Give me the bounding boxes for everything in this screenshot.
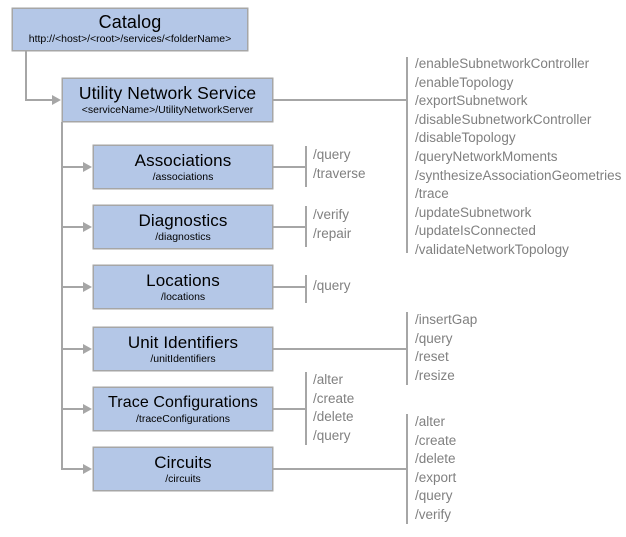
node-trace-configurations[interactable]: Trace Configurations /traceConfiguration… bbox=[93, 387, 273, 431]
operation-item: /query bbox=[415, 330, 453, 346]
node-unit-identifiers-subtitle: /unitIdentifiers bbox=[150, 352, 216, 365]
node-trace-configurations-title: Trace Configurations bbox=[108, 393, 258, 411]
node-utility-network-service[interactable]: Utility Network Service <serviceName>/Ut… bbox=[62, 78, 273, 122]
operations-list-service: /enableSubnetworkController/enableTopolo… bbox=[415, 55, 621, 260]
connector-associations-to-operations bbox=[272, 166, 306, 168]
node-catalog-subtitle: http://<host>/<root>/services/<folderNam… bbox=[28, 33, 232, 45]
arrowhead-locations bbox=[83, 282, 92, 292]
node-diagnostics-subtitle: /diagnostics bbox=[155, 230, 211, 243]
connector-branch-diagnostics bbox=[61, 226, 84, 228]
node-trace-configurations-subtitle: /traceConfigurations bbox=[136, 412, 230, 425]
connector-locations-to-operations bbox=[272, 286, 306, 288]
operations-bar-service bbox=[406, 57, 408, 253]
operation-item: /delete bbox=[415, 451, 456, 467]
arrowhead-trace-configurations bbox=[83, 404, 92, 414]
operation-item: /synthesizeAssociationGeometries bbox=[415, 167, 622, 183]
operation-item: /updateIsConnected bbox=[415, 223, 536, 239]
operation-item: /create bbox=[313, 390, 355, 406]
node-locations[interactable]: Locations /locations bbox=[93, 265, 273, 309]
node-circuits[interactable]: Circuits /circuits bbox=[93, 447, 273, 491]
node-associations-subtitle: /associations bbox=[152, 170, 214, 183]
operation-item: /alter bbox=[313, 372, 344, 387]
operations-list-circuits: /alter/create/delete/export/query/verify bbox=[415, 413, 456, 525]
operation-item: /updateSubnetwork bbox=[415, 204, 532, 220]
operation-item: /verify bbox=[313, 207, 350, 222]
connector-circuits-to-operations bbox=[272, 468, 407, 470]
node-unit-identifiers-title: Unit Identifiers bbox=[127, 332, 239, 352]
node-locations-subtitle: /locations bbox=[160, 290, 206, 303]
operation-item: /enableTopology bbox=[415, 74, 514, 90]
operation-item: /reset bbox=[415, 349, 449, 365]
operation-item: /queryNetworkMoments bbox=[415, 148, 558, 164]
connector-catalog-to-service-vertical bbox=[25, 51, 27, 100]
connector-branch-associations bbox=[61, 166, 84, 168]
arrowhead-diagnostics bbox=[83, 222, 92, 232]
connector-trace-configurations-to-operations bbox=[272, 408, 306, 410]
operation-item: /verify bbox=[415, 506, 452, 522]
operation-item: /repair bbox=[313, 225, 352, 241]
arrowhead-service bbox=[52, 95, 61, 105]
operation-item: /query bbox=[313, 147, 351, 162]
connector-branch-trace-configurations bbox=[61, 408, 84, 410]
node-circuits-subtitle: /circuits bbox=[165, 472, 201, 485]
operations-bar-diagnostics bbox=[305, 206, 307, 247]
connector-unit-identifiers-to-operations bbox=[272, 348, 407, 350]
operations-list-associations: /query/traverse bbox=[313, 146, 366, 183]
arrowhead-circuits bbox=[83, 464, 92, 474]
operation-item: /traverse bbox=[313, 165, 366, 181]
node-catalog[interactable]: Catalog http://<host>/<root>/services/<f… bbox=[12, 8, 248, 51]
node-circuits-title: Circuits bbox=[154, 452, 212, 472]
operation-item: /trace bbox=[415, 186, 449, 202]
operations-bar-locations bbox=[305, 275, 307, 303]
operations-bar-circuits bbox=[406, 414, 408, 524]
operation-item: /exportSubnetwork bbox=[415, 93, 528, 109]
operation-item: /insertGap bbox=[415, 312, 478, 327]
connector-service-spine bbox=[61, 122, 63, 469]
operation-item: /validateNetworkTopology bbox=[415, 241, 569, 257]
operation-item: /delete bbox=[313, 409, 354, 425]
operation-item: /disableTopology bbox=[415, 130, 516, 146]
operations-list-locations: /query bbox=[313, 277, 351, 296]
operations-bar-associations bbox=[305, 146, 307, 187]
node-associations-title: Associations bbox=[134, 150, 232, 170]
arrowhead-associations bbox=[83, 162, 92, 172]
node-unit-identifiers[interactable]: Unit Identifiers /unitIdentifiers bbox=[93, 327, 273, 371]
connector-branch-circuits bbox=[61, 468, 84, 470]
node-diagnostics-title: Diagnostics bbox=[138, 210, 228, 230]
operation-item: /resize bbox=[415, 367, 455, 383]
node-associations[interactable]: Associations /associations bbox=[93, 145, 273, 189]
operations-list-trace-configurations: /alter/create/delete/query bbox=[313, 371, 354, 445]
operation-item: /query bbox=[313, 427, 351, 443]
operations-list-unit-identifiers: /insertGap/query/reset/resize bbox=[415, 311, 477, 385]
connector-catalog-to-service-horizontal bbox=[25, 99, 53, 101]
operations-bar-trace-configurations bbox=[305, 372, 307, 445]
node-utility-network-service-title: Utility Network Service bbox=[78, 82, 257, 103]
connector-branch-locations bbox=[61, 286, 84, 288]
arrowhead-unit-identifiers bbox=[83, 344, 92, 354]
connector-service-to-operations bbox=[272, 99, 407, 101]
connector-branch-unit-identifiers bbox=[61, 348, 84, 350]
operation-item: /disableSubnetworkController bbox=[415, 111, 592, 127]
node-catalog-title: Catalog bbox=[98, 12, 162, 32]
operations-bar-unit-identifiers bbox=[406, 312, 408, 385]
node-diagnostics[interactable]: Diagnostics /diagnostics bbox=[93, 205, 273, 249]
node-locations-title: Locations bbox=[146, 270, 220, 290]
operation-item: /alter bbox=[415, 414, 446, 429]
operation-item: /query bbox=[415, 488, 453, 504]
operations-list-diagnostics: /verify/repair bbox=[313, 206, 351, 243]
operation-item: /create bbox=[415, 432, 457, 448]
operation-item: /query bbox=[313, 278, 351, 293]
operation-item: /enableSubnetworkController bbox=[415, 56, 590, 71]
node-utility-network-service-subtitle: <serviceName>/UtilityNetworkServer bbox=[81, 103, 254, 116]
operation-item: /export bbox=[415, 469, 457, 485]
connector-diagnostics-to-operations bbox=[272, 226, 306, 228]
